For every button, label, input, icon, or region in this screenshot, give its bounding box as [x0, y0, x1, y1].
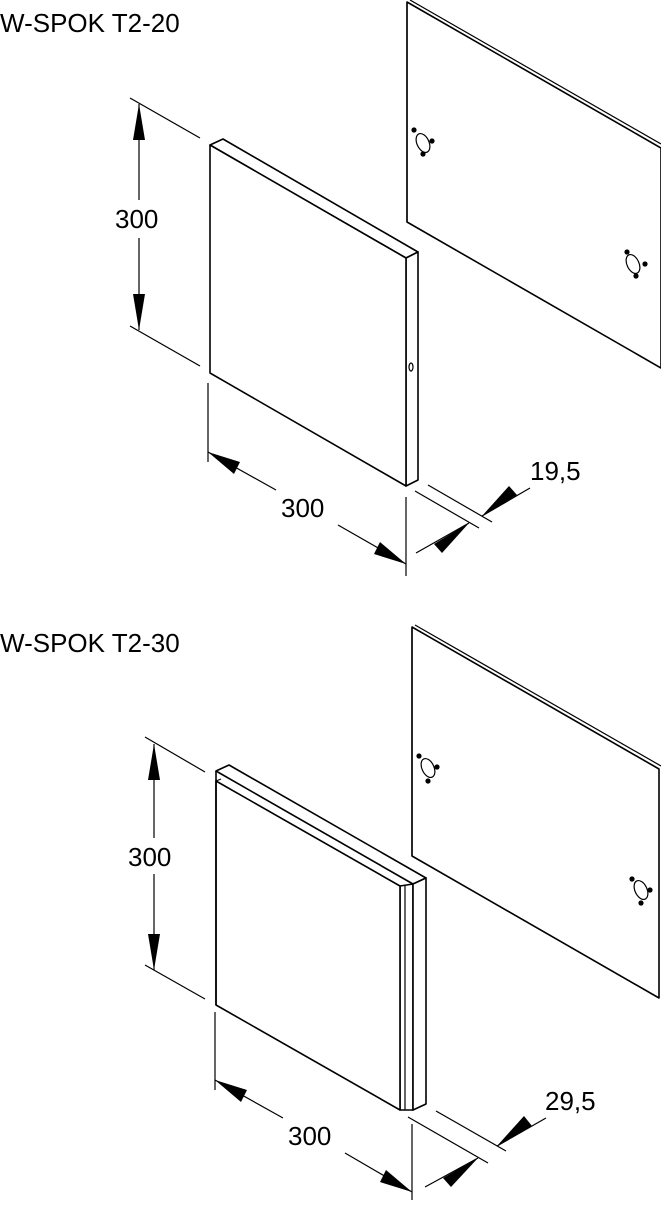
depth-dimension-1 [414, 484, 531, 554]
drawing-1-title: W-SPOK T2-20 [0, 8, 180, 38]
cover-plate-2 [411, 624, 661, 999]
drawing-2-title: W-SPOK T2-30 [0, 628, 180, 658]
depth-dimension-2 [407, 1110, 547, 1188]
drawing-2-figure [144, 624, 661, 1200]
height-dimension-2 [144, 736, 206, 1000]
drawing-1-width-label: 300 [281, 493, 325, 523]
width-dimension-1 [207, 383, 407, 576]
drawing-2-height-label: 300 [128, 842, 172, 872]
drawing-1-figure [129, 0, 661, 576]
drawing-2-width-label: 300 [288, 1121, 332, 1151]
end-cap-2 [215, 764, 427, 1111]
fixing-hole-icon [624, 249, 648, 279]
cover-plate-1 [406, 0, 661, 369]
drawing-1-height-label: 300 [115, 204, 159, 234]
end-cap-1 [209, 138, 419, 487]
drawing-2-depth-label: 29,5 [545, 1086, 596, 1116]
fixing-hole-icon [629, 876, 653, 906]
fixing-hole-icon [416, 753, 440, 784]
fixing-hole-icon [411, 127, 435, 157]
drawing-1-depth-label: 19,5 [530, 456, 581, 486]
height-dimension-1 [129, 97, 201, 367]
width-dimension-2 [214, 1012, 413, 1200]
